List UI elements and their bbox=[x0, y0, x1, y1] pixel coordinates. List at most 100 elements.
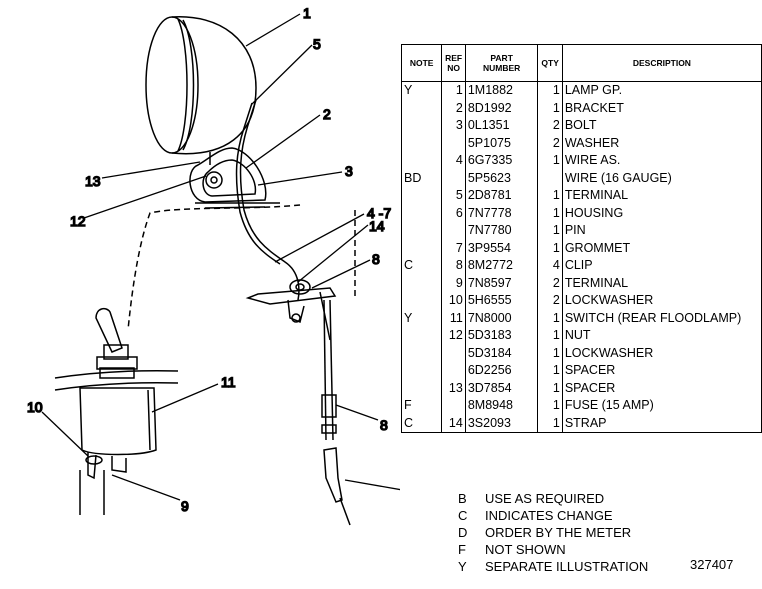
ref-no-cell: 12 bbox=[441, 327, 466, 345]
ref-no-cell bbox=[441, 397, 466, 415]
note-cell bbox=[400, 187, 443, 205]
note-cell bbox=[400, 152, 443, 170]
ref-no-cell: 14 bbox=[441, 414, 466, 433]
clip-bolt-icon bbox=[291, 313, 301, 323]
callout-5: 5 bbox=[313, 36, 321, 52]
description-cell: SPACER bbox=[561, 379, 762, 397]
part-number-cell: 3D7854 bbox=[464, 379, 539, 397]
qty-cell: 4 bbox=[537, 257, 563, 275]
part-number-cell: 7N7780 bbox=[464, 222, 539, 240]
part-number-cell: 5P5623 bbox=[464, 169, 539, 187]
note-cell bbox=[400, 117, 443, 135]
fuse-holder bbox=[321, 394, 337, 418]
qty-cell: 1 bbox=[537, 344, 563, 362]
note-cell bbox=[400, 99, 443, 117]
qty-cell: 2 bbox=[537, 274, 563, 292]
description-cell: BRACKET bbox=[561, 99, 762, 117]
note-cell bbox=[400, 274, 443, 292]
description-cell: TERMINAL bbox=[561, 187, 762, 205]
ref-no-cell: 9 bbox=[441, 274, 466, 292]
clip-tab bbox=[287, 299, 305, 324]
ref-no-cell: 2 bbox=[441, 99, 466, 117]
grommet-ring bbox=[289, 279, 311, 295]
terminal-connector bbox=[323, 447, 343, 503]
note-cell bbox=[400, 239, 443, 257]
description-cell: PIN bbox=[561, 222, 762, 240]
qty-cell: 2 bbox=[537, 292, 563, 310]
wire-assembly-line bbox=[239, 99, 300, 301]
description-cell: GROMMET bbox=[561, 239, 762, 257]
qty-cell: 1 bbox=[537, 362, 563, 380]
legend-code: F bbox=[458, 542, 466, 557]
ref-no-cell bbox=[441, 222, 466, 240]
note-cell: Y bbox=[400, 309, 443, 327]
ref-no-cell: 1 bbox=[441, 81, 466, 100]
ref-no-cell: 6 bbox=[441, 204, 466, 222]
toggle-switch-drawing bbox=[79, 307, 157, 515]
lamp-lens bbox=[145, 16, 199, 154]
description-cell: CLIP bbox=[561, 257, 762, 275]
part-number-cell: 3S2093 bbox=[464, 414, 539, 433]
callout-12: 12 bbox=[70, 213, 86, 229]
part-number-cell: 5D3184 bbox=[464, 344, 539, 362]
callout-leaders bbox=[41, 13, 400, 501]
switch-collar bbox=[99, 367, 135, 379]
grommet-clip-drawing bbox=[245, 279, 337, 341]
part-number-cell: 6D2256 bbox=[464, 362, 539, 380]
description-cell: WIRE AS. bbox=[561, 152, 762, 170]
qty-cell: 2 bbox=[537, 134, 563, 152]
legend-text: SEPARATE ILLUSTRATION bbox=[485, 559, 649, 574]
part-number-cell: 0L1351 bbox=[464, 117, 539, 135]
panel-line-lower bbox=[54, 382, 179, 391]
callout-8-lower: 8 bbox=[380, 417, 388, 433]
note-cell bbox=[400, 292, 443, 310]
note-cell bbox=[400, 344, 443, 362]
qty-cell: 1 bbox=[537, 239, 563, 257]
part-number-cell: 5P1075 bbox=[464, 134, 539, 152]
callout-2: 2 bbox=[323, 106, 331, 122]
strap-line bbox=[319, 291, 331, 341]
note-cell bbox=[400, 222, 443, 240]
bracket-loop bbox=[189, 147, 267, 203]
ref-no-cell: 4 bbox=[441, 152, 466, 170]
description-cell: WASHER bbox=[561, 134, 762, 152]
note-cell bbox=[400, 379, 443, 397]
note-cell bbox=[400, 204, 443, 222]
note-cell bbox=[400, 362, 443, 380]
description-cell: FUSE (15 AMP) bbox=[561, 397, 762, 415]
legend-code: Y bbox=[458, 559, 467, 574]
header-note: NOTE bbox=[400, 44, 443, 82]
ref-no-cell: 11 bbox=[441, 309, 466, 327]
ref-no-cell: 7 bbox=[441, 239, 466, 257]
lamp-housing bbox=[171, 16, 257, 155]
panel-line bbox=[54, 370, 179, 379]
wire-assembly-line-2 bbox=[235, 102, 281, 265]
switch-lever bbox=[95, 307, 123, 353]
part-number-cell: 6G7335 bbox=[464, 152, 539, 170]
switch-body-edge bbox=[147, 389, 151, 451]
switch-nut bbox=[96, 356, 138, 370]
callout-8-upper: 8 bbox=[372, 251, 380, 267]
note-cell: Y bbox=[400, 81, 443, 100]
qty-cell: 1 bbox=[537, 204, 563, 222]
callout-11: 11 bbox=[221, 374, 236, 390]
legend-text: ORDER BY THE METER bbox=[485, 525, 632, 540]
part-number-cell: 7N8000 bbox=[464, 309, 539, 327]
lockwasher-icon bbox=[85, 455, 103, 465]
qty-cell: 1 bbox=[537, 152, 563, 170]
part-number-cell: 8M8948 bbox=[464, 397, 539, 415]
legend-code: C bbox=[458, 508, 468, 523]
part-number-cell: 8M2772 bbox=[464, 257, 539, 275]
